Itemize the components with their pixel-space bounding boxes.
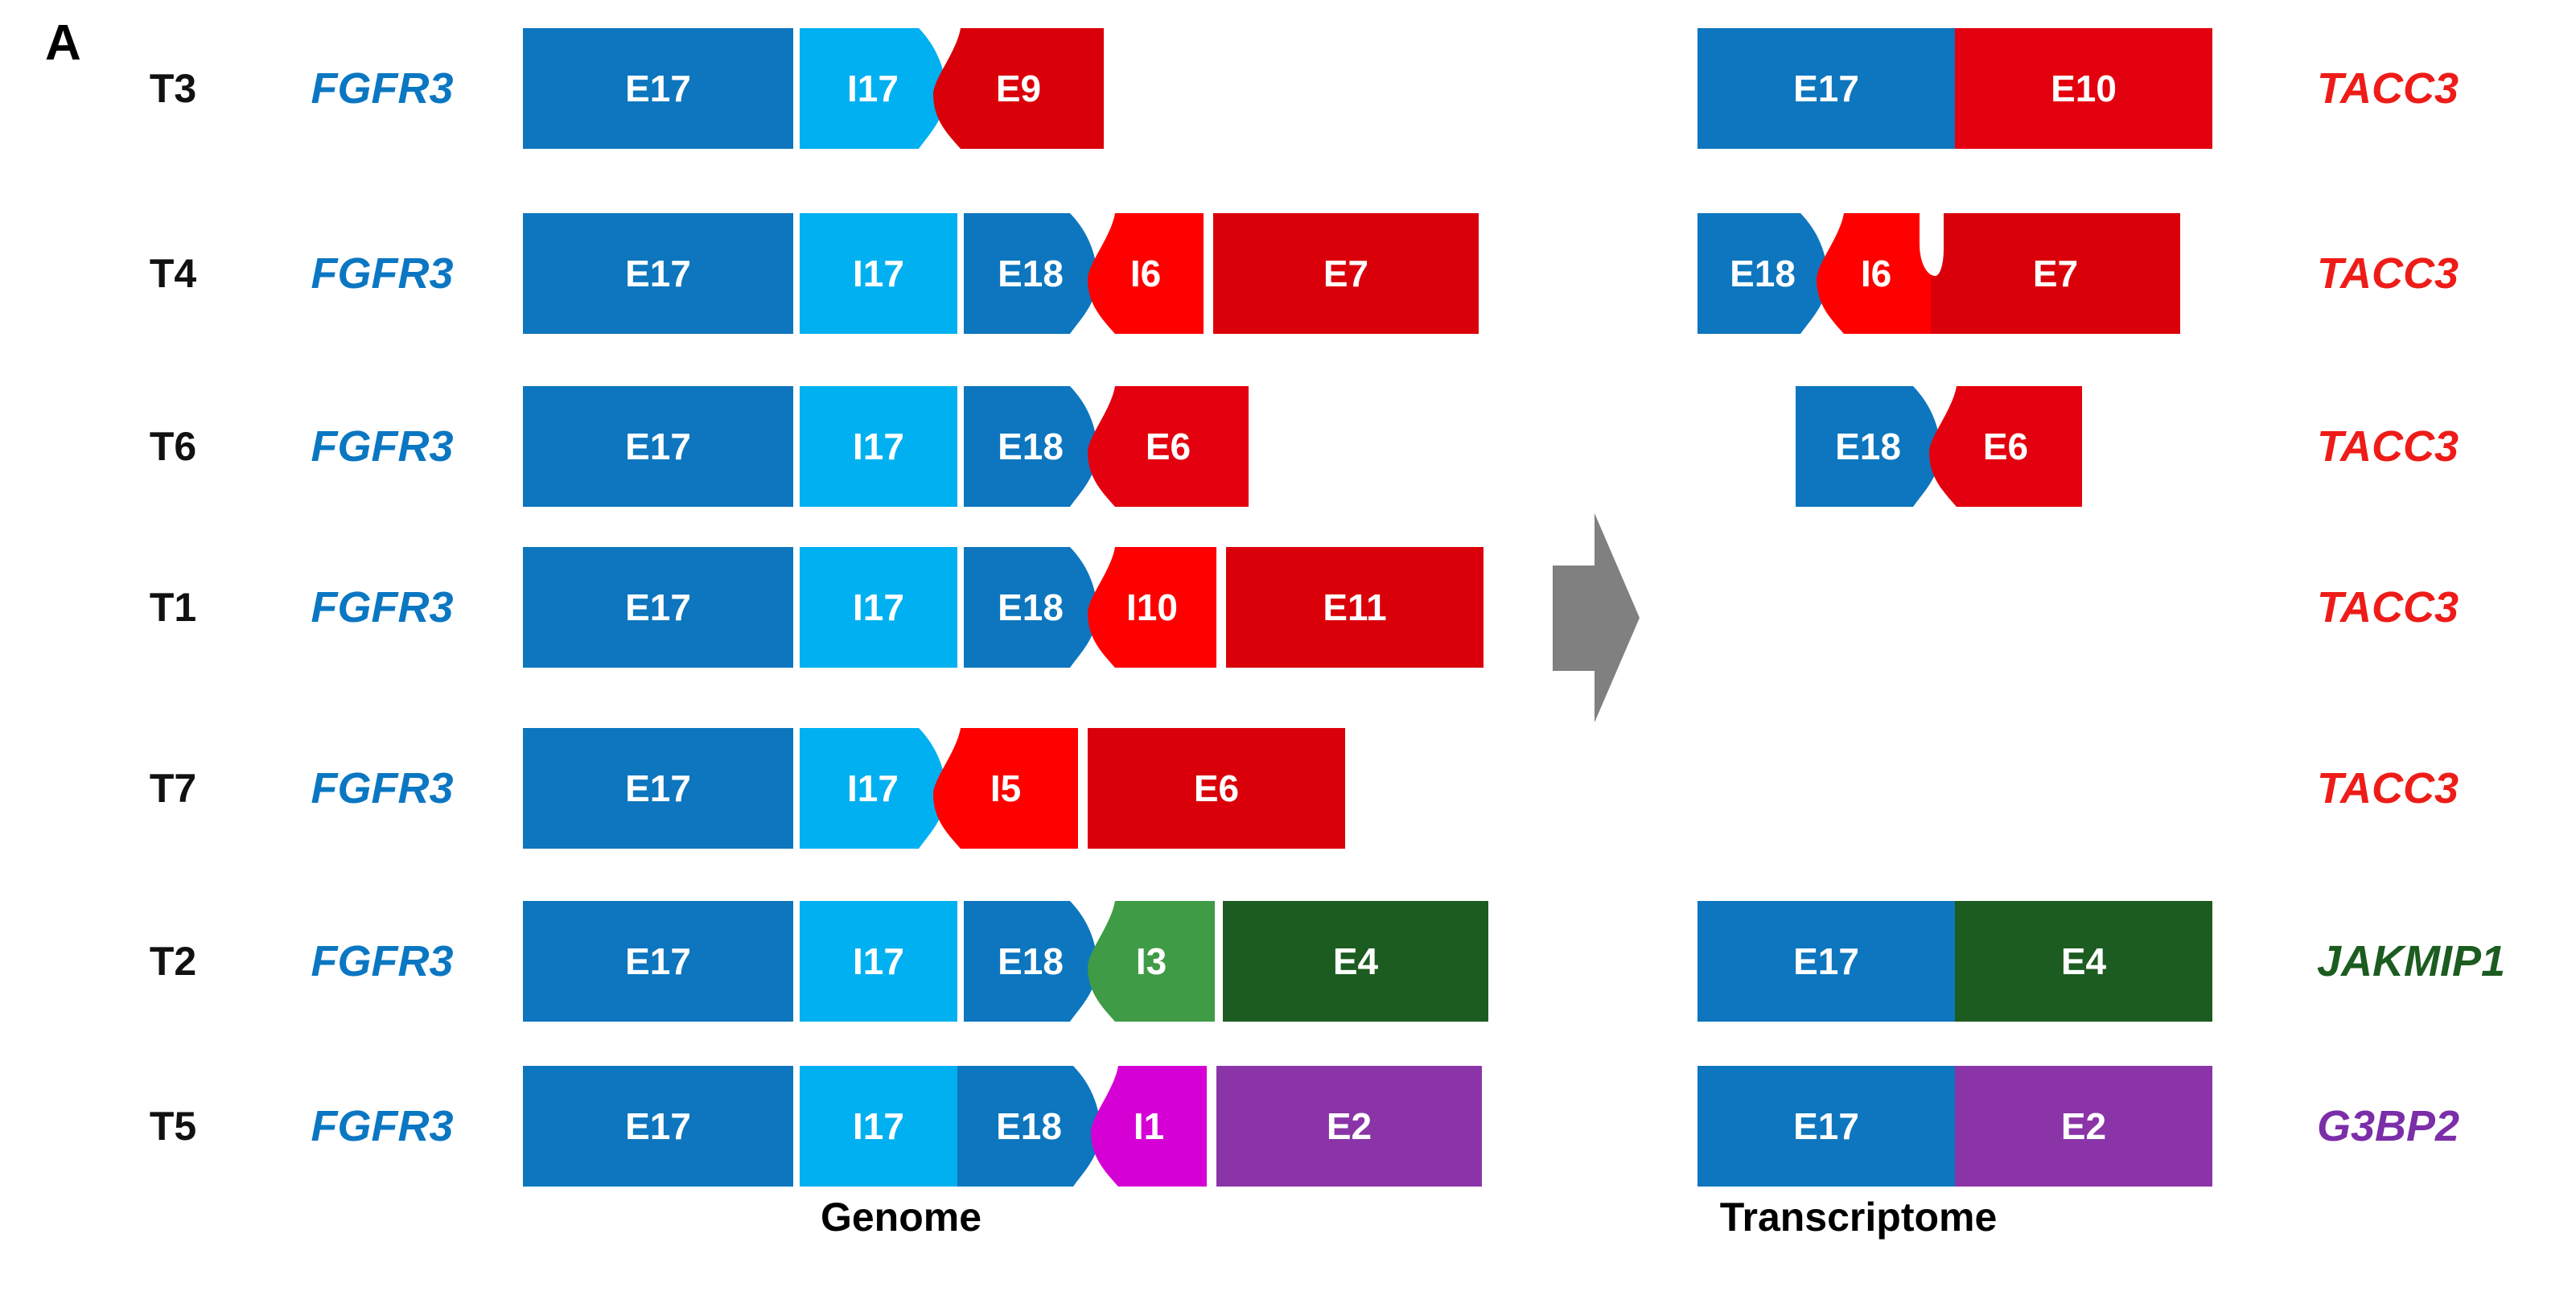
segment-i17-intron: I17 <box>800 728 946 849</box>
segment-e17-exon: E17 <box>523 386 793 507</box>
segment-e7-exon: E7 <box>1213 213 1479 334</box>
segment-e6-exon: E6 <box>1088 386 1249 507</box>
segment-e7-exon: E7 <box>1931 213 2180 334</box>
segment-e18-exon: E18 <box>964 386 1097 507</box>
segment-e17-exon: E17 <box>523 728 793 849</box>
segment-e4-exon: E4 <box>1955 901 2212 1022</box>
segment-e9-exon: E9 <box>933 28 1104 149</box>
gene-label-left-t5: FGFR3 <box>311 1102 454 1150</box>
segment-e17-exon: E17 <box>523 1066 793 1187</box>
splice-notch <box>1920 213 1944 276</box>
segment-e18-exon: E18 <box>957 1066 1101 1187</box>
segment-e17-exon: E17 <box>523 547 793 668</box>
segment-e4-exon: E4 <box>1223 901 1488 1022</box>
segment-e17-exon: E17 <box>523 28 793 149</box>
segment-i3-intron: I3 <box>1088 901 1215 1022</box>
gene-label-right-t2: JAKMIP1 <box>2317 937 2506 985</box>
gene-label-left-t3: FGFR3 <box>311 64 454 113</box>
segment-e11-exon: E11 <box>1226 547 1483 668</box>
segment-e17-exon: E17 <box>1697 901 1955 1022</box>
segment-e18-exon: E18 <box>1697 213 1828 334</box>
gene-label-right-t5: G3BP2 <box>2317 1102 2460 1150</box>
segment-i6-intron: I6 <box>1088 213 1204 334</box>
segment-i1-intron: I1 <box>1091 1066 1207 1187</box>
segment-e17-exon: E17 <box>1697 1066 1955 1187</box>
segment-e17-exon: E17 <box>1697 28 1955 149</box>
gene-label-right-t1: TACC3 <box>2317 583 2459 631</box>
row-label-t2: T2 <box>149 939 197 984</box>
transcriptome-caption: Transcriptome <box>1719 1195 1998 1240</box>
segment-i17-intron: I17 <box>800 386 957 507</box>
segment-e18-exon: E18 <box>964 901 1097 1022</box>
segment-e10-exon: E10 <box>1955 28 2212 149</box>
segment-i5-intron: I5 <box>933 728 1078 849</box>
gene-label-left-t1: FGFR3 <box>311 583 454 631</box>
gene-label-right-t4: TACC3 <box>2317 249 2459 298</box>
gene-label-left-t2: FGFR3 <box>311 937 454 985</box>
gene-label-left-t4: FGFR3 <box>311 249 454 298</box>
row-label-t4: T4 <box>149 251 197 296</box>
right-arrow-icon <box>1553 513 1640 722</box>
gene-label-right-t3: TACC3 <box>2317 64 2459 113</box>
segment-i17-intron: I17 <box>800 1066 957 1187</box>
row-label-t7: T7 <box>149 766 197 811</box>
segment-e18-exon: E18 <box>964 547 1097 668</box>
segment-i17-intron: I17 <box>800 213 957 334</box>
row-label-t1: T1 <box>149 585 197 630</box>
segment-e17-exon: E17 <box>523 901 793 1022</box>
segment-e6-exon: E6 <box>1088 728 1345 849</box>
gene-label-right-t6: TACC3 <box>2317 422 2459 471</box>
segment-e18-exon: E18 <box>964 213 1097 334</box>
segment-e2-exon: E2 <box>1216 1066 1482 1187</box>
gene-label-left-t7: FGFR3 <box>311 764 454 812</box>
segment-i6-intron: I6 <box>1817 213 1936 334</box>
gene-label-left-t6: FGFR3 <box>311 422 454 471</box>
segment-e18-exon: E18 <box>1796 386 1940 507</box>
row-label-t3: T3 <box>149 66 197 111</box>
segment-e17-exon: E17 <box>523 213 793 334</box>
segment-i17-intron: I17 <box>800 901 957 1022</box>
segment-i17-intron: I17 <box>800 28 946 149</box>
segment-e2-exon: E2 <box>1955 1066 2212 1187</box>
segment-i17-intron: I17 <box>800 547 957 668</box>
gene-label-right-t7: TACC3 <box>2317 764 2459 812</box>
segment-i10-intron: I10 <box>1088 547 1216 668</box>
row-label-t5: T5 <box>149 1104 197 1149</box>
panel-letter-a: A <box>45 15 81 71</box>
genome-caption: Genome <box>820 1195 982 1240</box>
row-label-t6: T6 <box>149 424 197 469</box>
segment-e6-exon: E6 <box>1929 386 2082 507</box>
